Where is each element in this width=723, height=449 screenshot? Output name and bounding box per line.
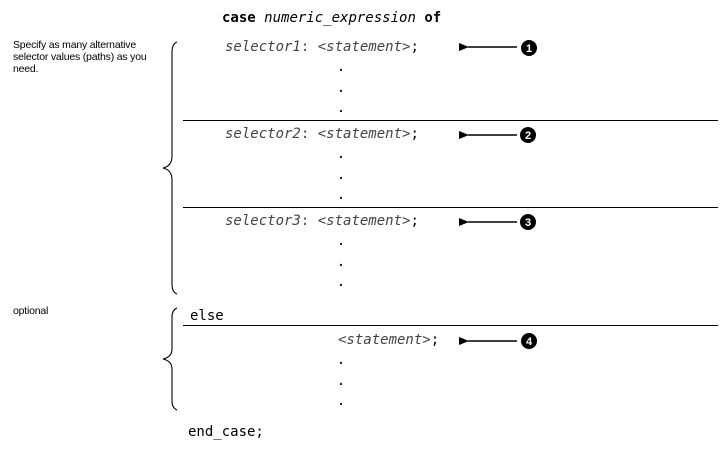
continuation-dot: .: [336, 167, 346, 183]
selector-colon: :: [300, 39, 310, 55]
branch-1: selector1: <statement>;: [225, 39, 419, 55]
else-statement: <statement>;: [338, 332, 439, 348]
continuation-dot: .: [336, 146, 346, 162]
end-case-keyword: end_case;: [188, 424, 264, 440]
selector-label: selector1: [225, 39, 301, 55]
callout-circle-2: [520, 127, 536, 143]
callout-number-1: 1: [526, 43, 532, 55]
continuation-dot: .: [336, 187, 346, 203]
continuation-dot: .: [336, 373, 346, 389]
continuation-dot: .: [336, 352, 346, 368]
callout-number-4: 4: [526, 336, 533, 348]
statement-semicolon: ;: [410, 39, 419, 55]
continuation-dot: .: [336, 393, 346, 409]
callout-number-2: 2: [525, 130, 531, 142]
selectors-note: Specify as many alternative selector val…: [13, 39, 147, 75]
branch-2: selector2: <statement>;: [225, 126, 419, 142]
case-keyword: case: [222, 10, 256, 26]
continuation-dot: .: [336, 100, 346, 116]
branch-3: selector3: <statement>;: [225, 213, 419, 229]
optional-note: optional: [13, 305, 49, 317]
case-header: case numeric_expression of: [222, 10, 441, 26]
numeric-expression: numeric_expression: [264, 10, 416, 26]
callout-number-3: 3: [525, 217, 531, 229]
of-keyword: of: [424, 10, 442, 26]
selector-label: selector2: [225, 126, 301, 142]
callout-circle-1: [521, 40, 537, 56]
else-keyword: else: [190, 308, 224, 324]
continuation-dot: .: [336, 274, 346, 290]
continuation-dot: .: [336, 59, 346, 75]
statement-semicolon: ;: [410, 126, 419, 142]
statement-semicolon: ;: [430, 332, 440, 348]
separator-line-3: [183, 325, 718, 326]
continuation-dot: .: [336, 233, 346, 249]
selector-label: selector3: [225, 213, 301, 229]
callout-circle-4: [521, 333, 537, 349]
optional-brace: [162, 307, 178, 411]
statement-semicolon: ;: [410, 213, 419, 229]
statement-placeholder: <statement>: [317, 39, 411, 55]
selector-colon: :: [300, 213, 310, 229]
selectors-brace: [162, 41, 178, 295]
statement-placeholder: <statement>: [317, 126, 411, 142]
separator-line-1: [183, 120, 718, 121]
continuation-dot: .: [336, 80, 346, 96]
separator-line-2: [183, 207, 718, 208]
statement-placeholder: <statement>: [338, 332, 431, 348]
selector-colon: :: [300, 126, 310, 142]
continuation-dot: .: [336, 254, 346, 270]
statement-placeholder: <statement>: [317, 213, 411, 229]
callout-circle-3: [520, 214, 536, 230]
